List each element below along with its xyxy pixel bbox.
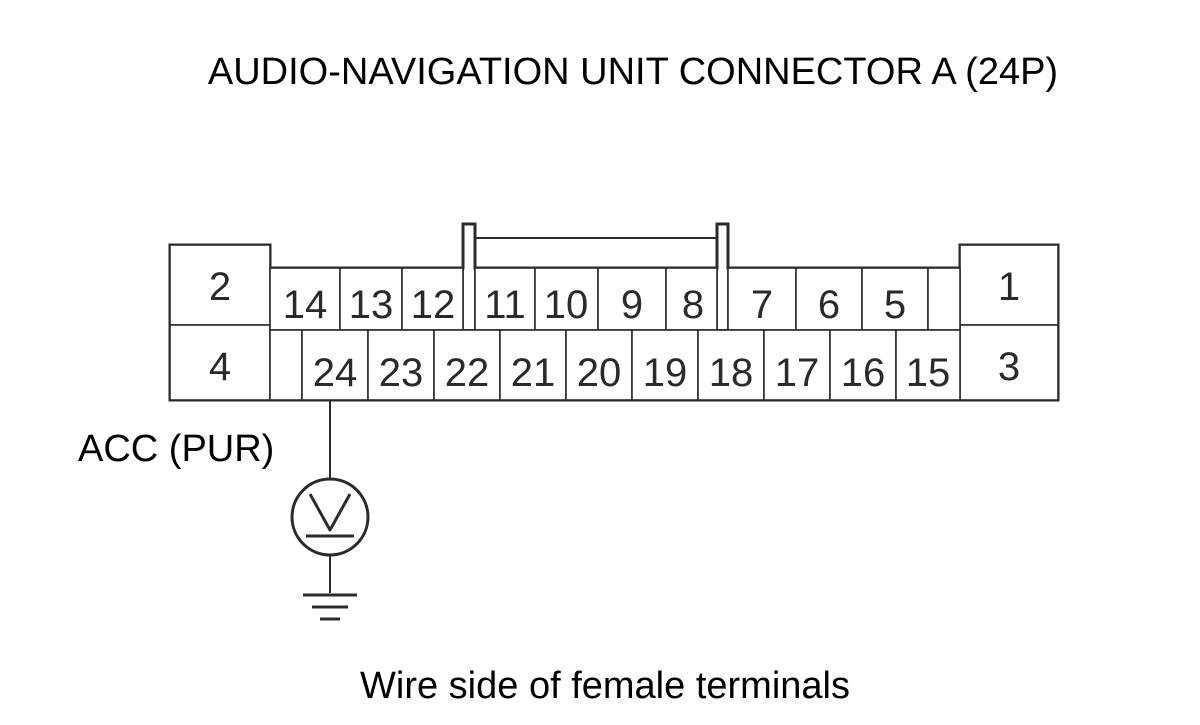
- pin-cell-12: [401, 267, 464, 331]
- voltmeter-icon: [290, 477, 370, 557]
- pin-label-24: 24: [313, 351, 358, 395]
- latch-post-left: [462, 268, 476, 330]
- pin-label-16: 16: [841, 351, 886, 395]
- pin-label-1: 1: [998, 265, 1020, 309]
- pin-label-20: 20: [577, 351, 622, 395]
- pin-label-8: 8: [682, 283, 704, 327]
- pin-label-5: 5: [884, 283, 906, 327]
- pin-label-2: 2: [209, 265, 231, 309]
- pin-cell-16: [829, 329, 897, 401]
- pin-label-12: 12: [411, 283, 456, 327]
- pin-label-19: 19: [643, 351, 688, 395]
- pin-cell-4: [169, 324, 271, 401]
- pin-cell-empty-bottom: [269, 329, 303, 401]
- pin-cell-5: [861, 267, 929, 331]
- probe-label: ACC (PUR): [78, 428, 274, 470]
- pin-cell-11: [474, 267, 536, 331]
- pin-cell-15: [895, 329, 961, 401]
- pin-label-13: 13: [349, 283, 394, 327]
- pin-label-14: 14: [283, 283, 328, 327]
- pin-cell-21: [499, 329, 567, 401]
- pin-cell-17: [763, 329, 831, 401]
- pin-cell-7: [727, 267, 797, 331]
- pin-label-23: 23: [379, 351, 424, 395]
- pin-label-6: 6: [818, 283, 840, 327]
- top-pin-row: 14 13 12 11 10 9 8 7 6 5: [269, 267, 961, 331]
- diagram-caption: Wire side of female terminals: [360, 665, 850, 707]
- pin-cell-6: [795, 267, 863, 331]
- pin-cell-9: [597, 267, 667, 331]
- pin-cell-empty-top: [927, 267, 961, 331]
- pin-label-17: 17: [775, 351, 820, 395]
- diagram-title: AUDIO-NAVIGATION UNIT CONNECTOR A (24P): [208, 51, 1058, 93]
- ground-icon: [303, 593, 357, 621]
- pin-cell-24: [301, 329, 369, 401]
- pin-cell-20: [565, 329, 633, 401]
- pin-label-3: 3: [998, 345, 1020, 389]
- pin-cell-18: [697, 329, 765, 401]
- pin-label-21: 21: [511, 351, 556, 395]
- pin-cell-2: [169, 244, 271, 326]
- connector-body: 2 4 1 3 14 13 12 11 10 9 8 7 6: [168, 222, 1060, 402]
- pin-cell-23: [367, 329, 435, 401]
- pin-cell-10: [534, 267, 599, 331]
- pin-label-4: 4: [209, 345, 231, 389]
- pin-label-9: 9: [621, 283, 643, 327]
- pin-label-22: 22: [445, 351, 490, 395]
- pin-label-10: 10: [544, 283, 589, 327]
- bottom-pin-row: 24 23 22 21 20 19 18 17 16 15: [269, 329, 961, 401]
- pin-label-15: 15: [906, 351, 951, 395]
- pin-label-11: 11: [484, 283, 526, 327]
- pin-label-18: 18: [709, 351, 754, 395]
- pin-cell-22: [433, 329, 501, 401]
- pin-label-7: 7: [751, 283, 773, 327]
- latch-post-right: [716, 268, 729, 330]
